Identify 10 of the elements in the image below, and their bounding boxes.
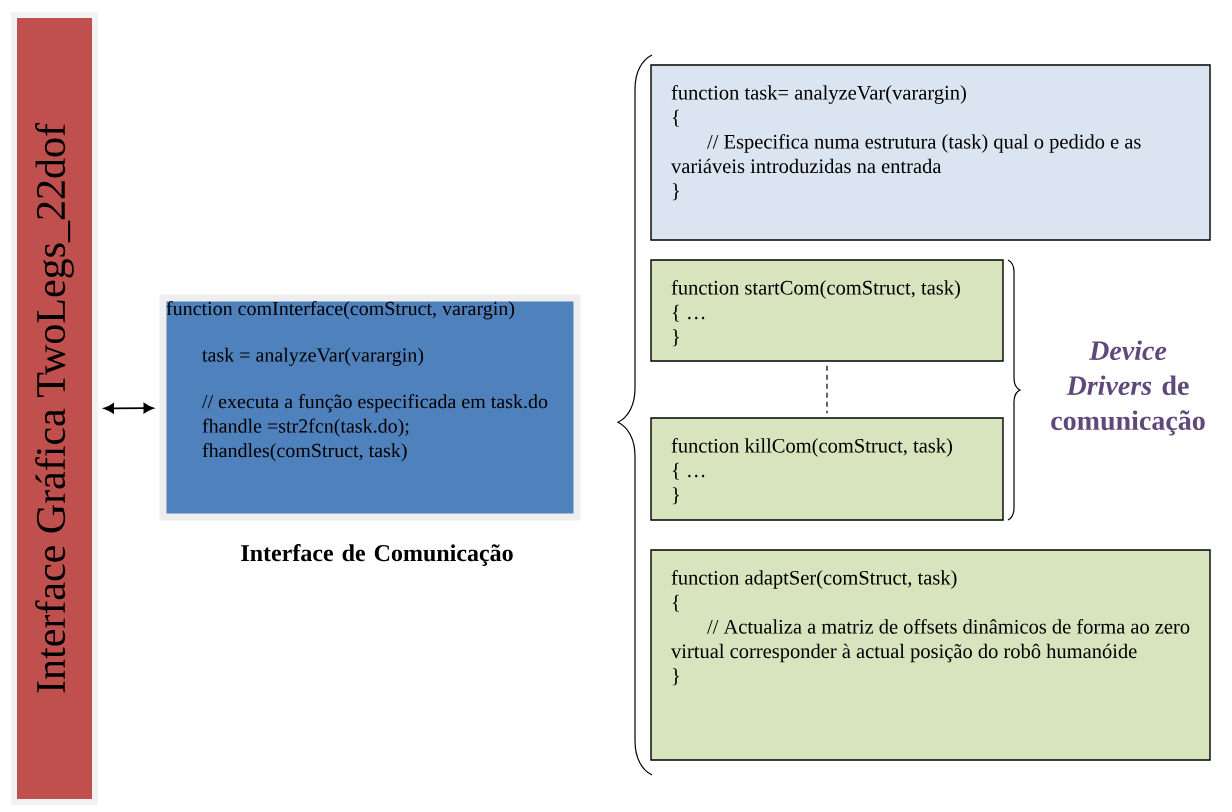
code-box: function killCom(comStruct, task) { … } (650, 417, 1004, 521)
group-label: Device Drivers de comunicação (1051, 340, 1205, 436)
connector (103, 403, 154, 414)
connector (826, 365, 828, 414)
caption: Interface de Comunicação (241, 544, 513, 566)
title-bar: Interface Gráfica TwoLegs_22dof (11, 12, 98, 805)
code-box: function startCom(comStruct, task) { … } (650, 259, 1004, 362)
code-box: function adaptSer(comStruct, task) { // Actualiza a matriz de offsets dinâmicos de forma ao zero virtual corresponder à actual posição do robô humanóide } (650, 549, 1211, 761)
code-box: function task= analyzeVar(varargin) { // Especifica numa estrutura (task) qual o pedido e as variáveis introduzidas na entrada } (650, 64, 1211, 241)
code-box: function comInterface(comStruct, varargin) task = analyzeVar(varargin) // executa a função especificada em task.do fhandle =str2fcn(task.do); fhandles(comStruct, task) (159, 294, 581, 521)
